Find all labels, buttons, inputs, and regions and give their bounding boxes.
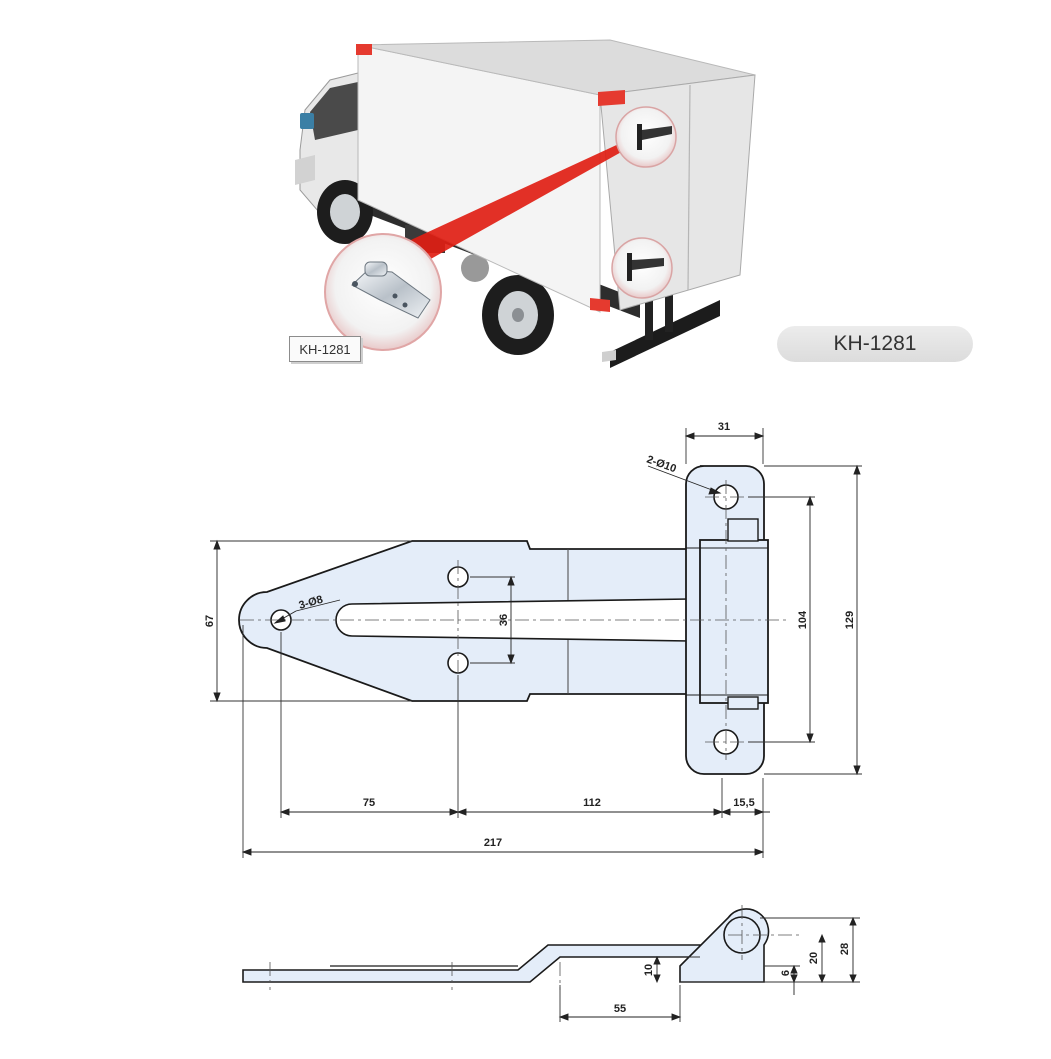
dim-side-55: 55 (614, 1003, 626, 1015)
hinge-knuckle (699, 539, 769, 704)
dim-left-height: 67 (204, 615, 216, 627)
center-lines (240, 480, 790, 760)
product-photo-callout (324, 233, 442, 351)
model-tag: KH-1281 (289, 336, 361, 362)
dim-side-28: 28 (839, 943, 851, 955)
side-dimension-lines (558, 916, 857, 1021)
dim-total-height: 129 (844, 611, 856, 629)
dim-seg-112: 112 (583, 797, 601, 809)
dim-hole-spacing: 36 (498, 614, 510, 626)
dim-top-width: 31 (718, 421, 730, 433)
dim-side-10: 10 (643, 964, 655, 976)
truck-illustration (295, 39, 756, 368)
dim-seg-75: 75 (363, 797, 375, 809)
side-view-drawing (242, 905, 800, 990)
side-leaf (242, 944, 710, 983)
callout-hinge-upper (615, 106, 677, 168)
model-pill: KH-1281 (777, 326, 973, 362)
truck-wheels (317, 180, 554, 355)
side-extension-lines (559, 917, 860, 1022)
dim-top-holes: 2-Ø10 (645, 454, 678, 476)
extension-lines (210, 428, 862, 858)
dim-side-6: 6 (780, 970, 792, 976)
callout-hinge-lower (611, 237, 673, 299)
dimension-lines (213, 432, 861, 856)
dim-seg-15-5: 15,5 (733, 797, 754, 809)
dim-total-length: 217 (484, 837, 502, 849)
dim-side-20: 20 (808, 952, 820, 964)
dim-hole-distance: 104 (797, 610, 809, 629)
callout-leader (400, 136, 636, 265)
